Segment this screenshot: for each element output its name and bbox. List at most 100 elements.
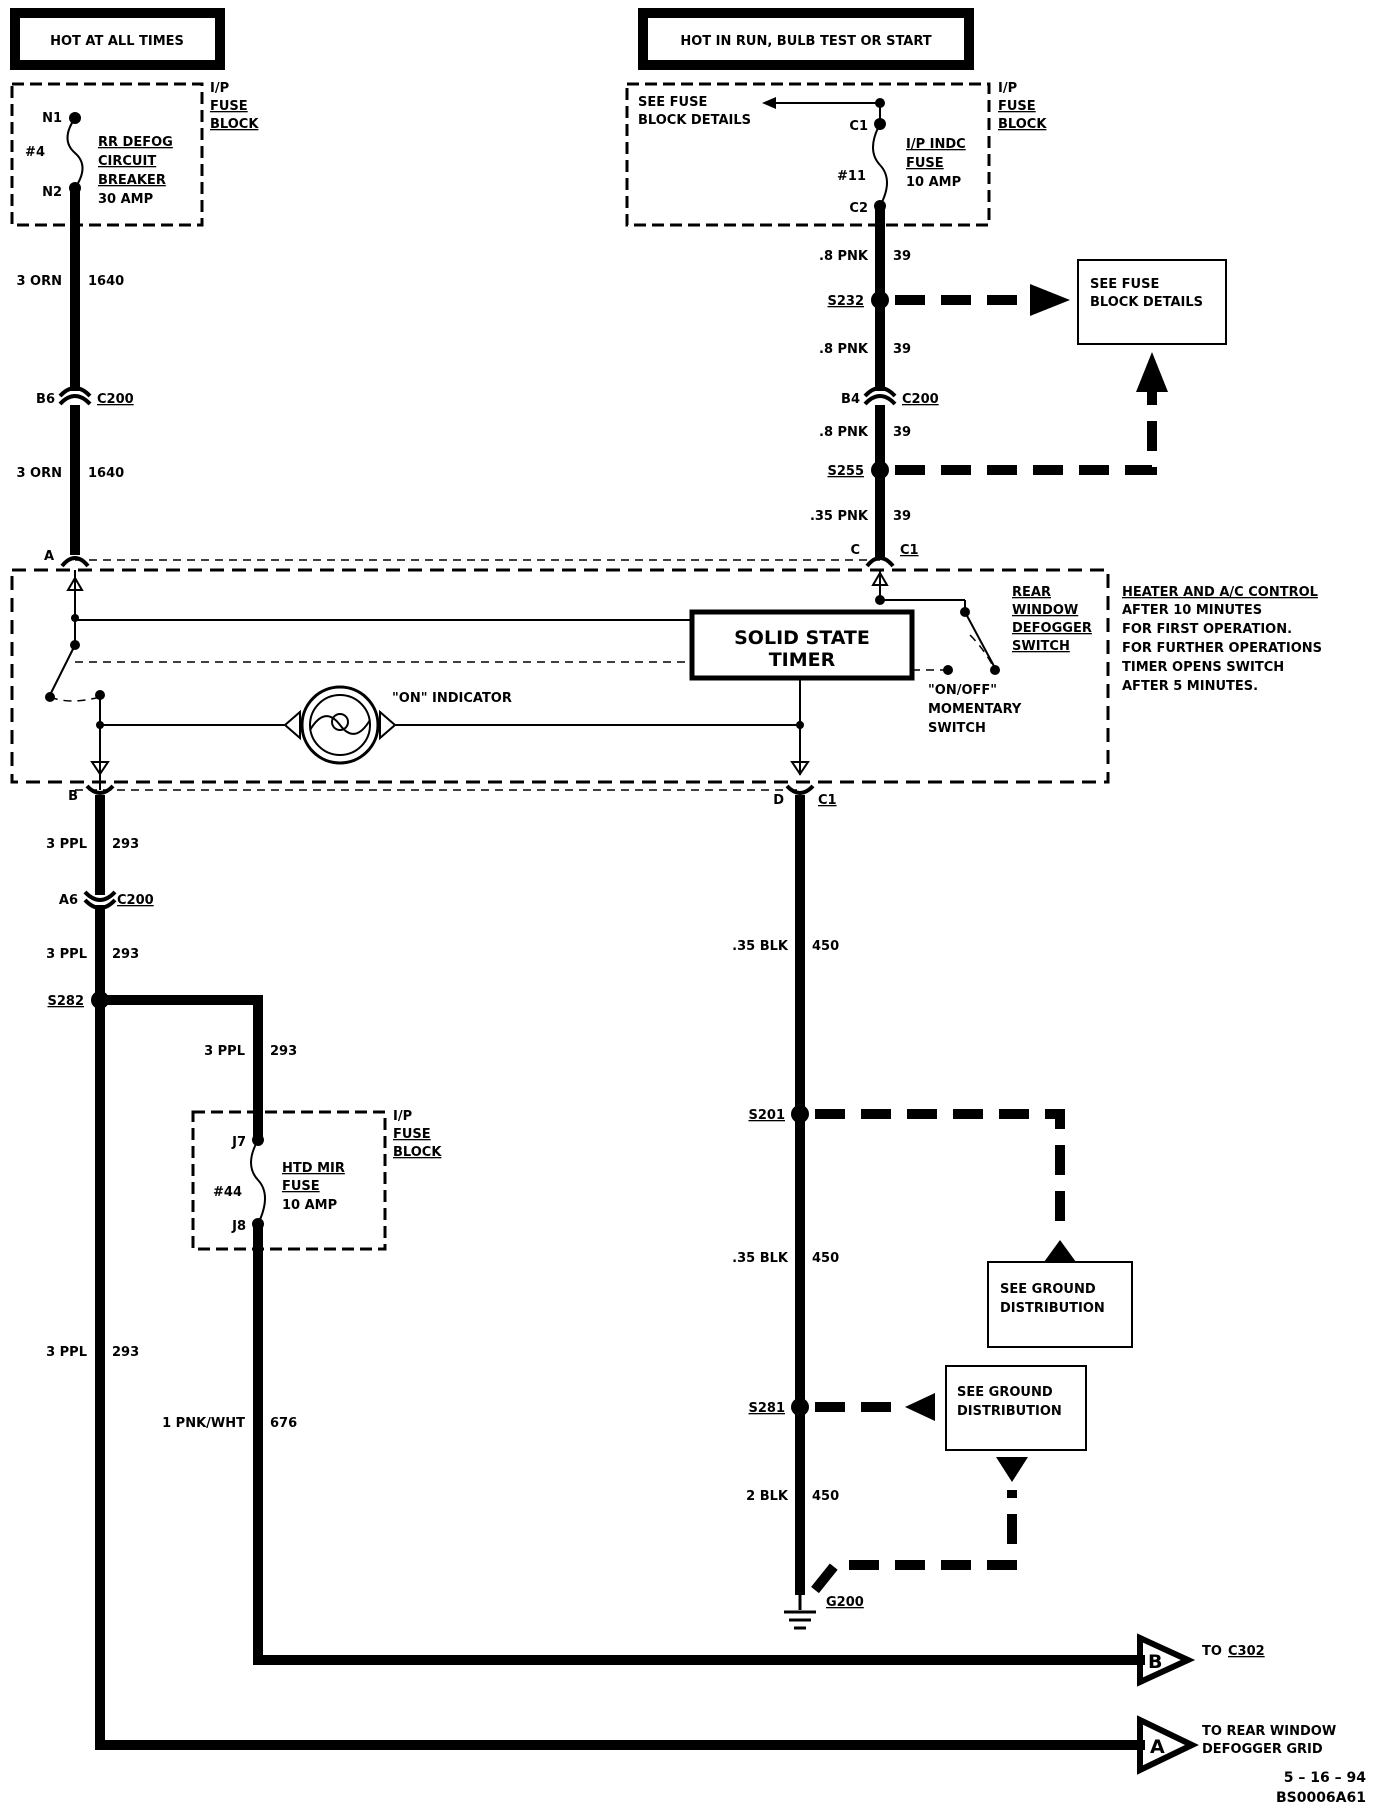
- wire-gauge-label: .35 BLK: [732, 1251, 789, 1266]
- destination-connector: C302: [1228, 1644, 1265, 1659]
- s232-reference-path: [895, 284, 1070, 316]
- connector-label: C200: [117, 893, 154, 908]
- momentary-switch-label: MOMENTARY: [928, 702, 1022, 717]
- pin-label: N2: [42, 185, 62, 200]
- wire-circuit-label: 39: [893, 342, 911, 357]
- wire-gauge-label: 3 ORN: [16, 274, 62, 289]
- wire-circuit-label: 450: [812, 1489, 839, 1504]
- relay-switch: [49, 644, 76, 696]
- wire-gauge-label: 1 PNK/WHT: [162, 1416, 245, 1431]
- wire-gauge-label: 3 PPL: [204, 1044, 245, 1059]
- circuit-breaker-icon: [66, 117, 84, 189]
- wire-gauge-label: .35 PNK: [810, 509, 869, 524]
- pin-label: C1: [849, 119, 868, 134]
- splice-s255-dot: [871, 461, 889, 479]
- see-fuse-text: SEE FUSE: [1090, 277, 1159, 292]
- connector-pin-label: B4: [841, 392, 860, 407]
- indicator-label: "ON" INDICATOR: [392, 691, 512, 706]
- splice-label: S281: [749, 1401, 786, 1416]
- connector-label: C1: [900, 543, 919, 558]
- pin-label: C2: [849, 201, 868, 216]
- wire-circuit-label: 293: [270, 1044, 297, 1059]
- splice-label: S232: [828, 294, 865, 309]
- solid-state-timer: SOLID STATE TIMER: [689, 609, 915, 681]
- destination-text: TO: [1202, 1644, 1222, 1659]
- ground-label: G200: [826, 1595, 864, 1610]
- connector-label: C1: [818, 793, 837, 808]
- breaker-name: CIRCUIT: [98, 154, 156, 169]
- wire-circuit-label: 293: [112, 947, 139, 962]
- ground-distribution-box-1: SEE GROUND DISTRIBUTION: [987, 1261, 1133, 1348]
- wire-circuit-label: 293: [112, 837, 139, 852]
- fuse-name: HTD MIR: [282, 1161, 345, 1176]
- connector-pin-label: B6: [36, 392, 55, 407]
- wire-circuit-label: 450: [812, 939, 839, 954]
- breaker-name: RR DEFOG: [98, 135, 173, 150]
- connector-label: C200: [902, 392, 939, 407]
- fuse-number: #44: [213, 1185, 242, 1200]
- wire-circuit-label: 39: [893, 509, 911, 524]
- fuse-rating: 10 AMP: [282, 1198, 337, 1213]
- arrow-right-icon: [1030, 284, 1070, 316]
- see-fuse-text: SEE FUSE: [638, 95, 707, 110]
- fuse-block-lower: I/P FUSE BLOCK J7 J8 #44 HTD MIR FUSE 10…: [191, 1109, 442, 1251]
- splice-label: S282: [48, 994, 85, 1009]
- destination-text: DEFOGGER GRID: [1202, 1742, 1323, 1757]
- arrow-down-icon: [996, 1457, 1028, 1482]
- on-indicator-lamp-icon: [283, 685, 397, 765]
- ground-box-text: DISTRIBUTION: [957, 1404, 1062, 1419]
- wire-gauge-label: .8 PNK: [819, 425, 869, 440]
- timer-label: SOLID STATE: [734, 627, 870, 649]
- ground-symbol-icon: [784, 1592, 816, 1630]
- wire-circuit-label: 676: [270, 1416, 297, 1431]
- wire-gauge-label: 3 PPL: [46, 947, 87, 962]
- breaker-name: BREAKER: [98, 173, 166, 188]
- fuse-rating: 10 AMP: [906, 175, 961, 190]
- ground-box-text: DISTRIBUTION: [1000, 1301, 1105, 1316]
- splice-label: S201: [749, 1108, 786, 1123]
- header-right-label: HOT IN RUN, BULB TEST OR START: [680, 34, 931, 49]
- terminal-label: C: [850, 543, 860, 558]
- fuse-icon: [872, 123, 888, 207]
- fuse-number: #4: [25, 145, 45, 160]
- ground-box-text: SEE GROUND: [1000, 1282, 1096, 1297]
- timer-label: TIMER: [769, 649, 836, 671]
- fuse-name: FUSE: [906, 156, 944, 171]
- wire-circuit-label: 39: [893, 249, 911, 264]
- pin-label: J7: [231, 1135, 246, 1150]
- destination-text: TO REAR WINDOW: [1202, 1724, 1336, 1739]
- wire-39: .8 PNK 39 S232 .8 PNK 39 B4 C200 .8 PNK …: [810, 203, 939, 568]
- fuse-block-title: BLOCK: [998, 117, 1047, 132]
- control-description: HEATER AND A/C CONTROL AFTER 10 MINUTES …: [1122, 585, 1322, 694]
- fuse-block-title: FUSE: [998, 99, 1036, 114]
- see-fuse-text: BLOCK DETAILS: [638, 113, 751, 128]
- fuse-block-title: BLOCK: [393, 1145, 442, 1160]
- s255-reference-path: [895, 352, 1168, 475]
- footer-date: 5 – 16 – 94: [1284, 1770, 1366, 1786]
- control-desc-line: AFTER 5 MINUTES.: [1122, 679, 1258, 694]
- momentary-switch-label: "ON/OFF": [928, 683, 997, 698]
- control-desc-line: FOR FIRST OPERATION.: [1122, 622, 1292, 637]
- arrow-left-icon: [905, 1393, 935, 1421]
- wire-293: B 3 PPL 293 A6 C200 3 PPL 293 S282 3 PPL…: [46, 784, 1145, 1750]
- wire-circuit-label: 1640: [88, 466, 124, 481]
- s201-reference-path: [815, 1109, 1076, 1262]
- wire-450: D C1 .35 BLK 450 S201 .35 BLK 450 S281 2…: [732, 784, 1017, 1595]
- connector-icon: [83, 890, 117, 902]
- splice-label: S255: [828, 464, 865, 479]
- wire-gauge-label: .8 PNK: [819, 342, 869, 357]
- arrow-up-icon: [1136, 352, 1168, 392]
- wire-circuit-label: 293: [112, 1345, 139, 1360]
- s281-reference-path: [815, 1393, 935, 1421]
- switch-label: SWITCH: [1012, 639, 1070, 654]
- pin-label: N1: [42, 111, 62, 126]
- pin-label: J8: [231, 1219, 246, 1234]
- control-desc-line: TIMER OPENS SWITCH: [1122, 660, 1284, 675]
- fuse-block-right: I/P FUSE BLOCK SEE FUSE BLOCK DETAILS C1…: [625, 81, 1047, 227]
- ground-distribution-box-2: SEE GROUND DISTRIBUTION: [945, 1365, 1087, 1451]
- wire-gauge-label: 3 PPL: [46, 1345, 87, 1360]
- wire-circuit-label: 450: [812, 1251, 839, 1266]
- switch-label: DEFOGGER: [1012, 621, 1092, 636]
- destination-letter: B: [1148, 1651, 1162, 1673]
